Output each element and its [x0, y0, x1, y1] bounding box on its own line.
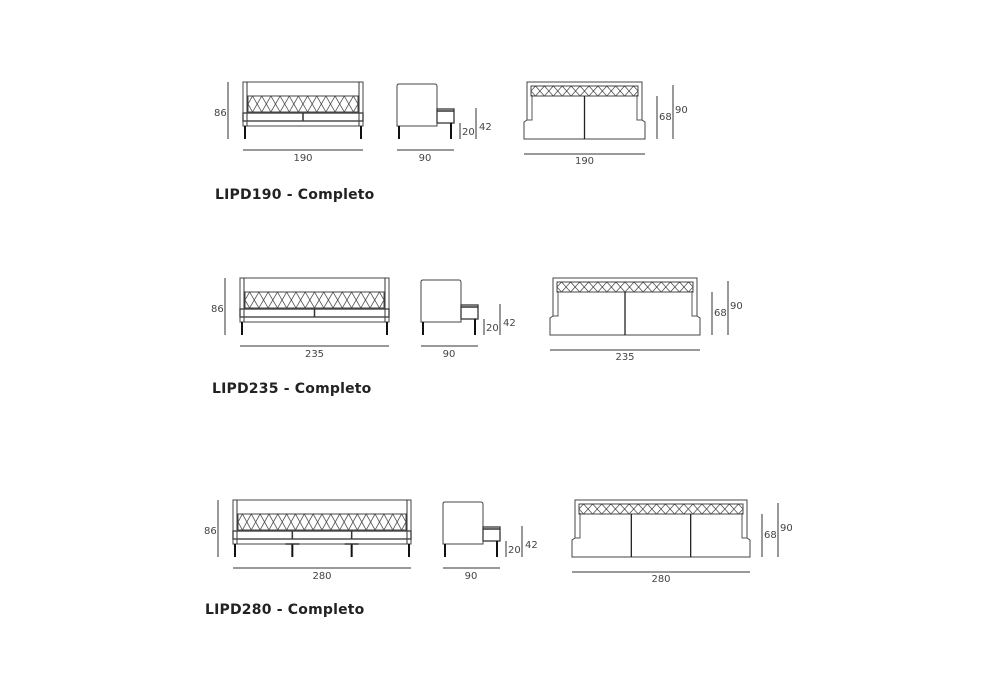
height-label: 86: [214, 108, 227, 119]
quilted-band: [247, 95, 359, 113]
top-width-label: 235: [615, 352, 634, 363]
depth-label: 90: [443, 349, 456, 360]
seat-depth-label: 68: [764, 530, 777, 541]
width-label: 190: [293, 153, 312, 164]
top-outline: [523, 81, 646, 140]
quilted-pattern: [530, 85, 639, 97]
front-view: 86 190: [214, 81, 364, 164]
quilted-band: [237, 513, 407, 531]
seat-depth-label: 68: [714, 308, 727, 319]
side-seat-cushion: [460, 304, 479, 320]
depth-label: 90: [419, 153, 432, 164]
top-outline: [571, 499, 751, 558]
side-back-profile: [420, 279, 462, 323]
height-label: 86: [211, 304, 224, 315]
arm-height-label: 42: [525, 540, 538, 551]
sofa-base: [232, 538, 412, 545]
arm-outline: [527, 95, 642, 121]
model-title: LIPD190 - Completo: [215, 187, 375, 203]
width-label: 235: [305, 349, 324, 360]
width-label: 280: [312, 571, 331, 582]
side-back-profile: [396, 83, 438, 127]
arm-outline: [575, 513, 747, 539]
depth-label: 90: [465, 571, 478, 582]
model-title: LIPD280 - Completo: [205, 602, 365, 618]
total-depth-label: 90: [675, 105, 688, 116]
total-depth-label: 90: [780, 523, 793, 534]
arm-outline: [553, 291, 697, 317]
seat-height-label: 20: [508, 545, 521, 556]
quilted-band: [578, 503, 744, 515]
sofa-back-frame: [232, 499, 412, 545]
side-back-profile: [442, 501, 484, 545]
height-label: 86: [204, 526, 217, 537]
seat-depth-label: 68: [659, 112, 672, 123]
side-view: 90 20 42: [442, 501, 538, 582]
arm-height-label: 42: [479, 122, 492, 133]
sofa-base: [242, 120, 364, 127]
quilted-pattern: [237, 513, 407, 531]
front-view: 86 235: [211, 277, 390, 360]
total-depth-label: 90: [730, 301, 743, 312]
sofa-base: [239, 316, 390, 323]
top-outline: [549, 277, 701, 336]
quilted-pattern: [556, 281, 694, 293]
quilted-band: [244, 291, 385, 309]
top-width-label: 280: [651, 574, 670, 585]
seat-height-label: 20: [462, 127, 475, 138]
seat-cushion-row: [232, 530, 412, 540]
top-width-label: 190: [575, 156, 594, 167]
model-title: LIPD235 - Completo: [212, 381, 372, 397]
side-view: 90 20 42: [396, 83, 492, 164]
side-seat-cushion: [436, 108, 455, 124]
quilted-pattern: [247, 95, 359, 113]
arm-height-label: 42: [503, 318, 516, 329]
quilted-band: [556, 281, 694, 293]
side-view: 90 20 42: [420, 279, 516, 360]
seat-height-label: 20: [486, 323, 499, 334]
side-seat-cushion: [482, 526, 501, 542]
quilted-pattern: [578, 503, 744, 515]
quilted-pattern: [244, 291, 385, 309]
front-view: 86 280: [204, 499, 412, 582]
